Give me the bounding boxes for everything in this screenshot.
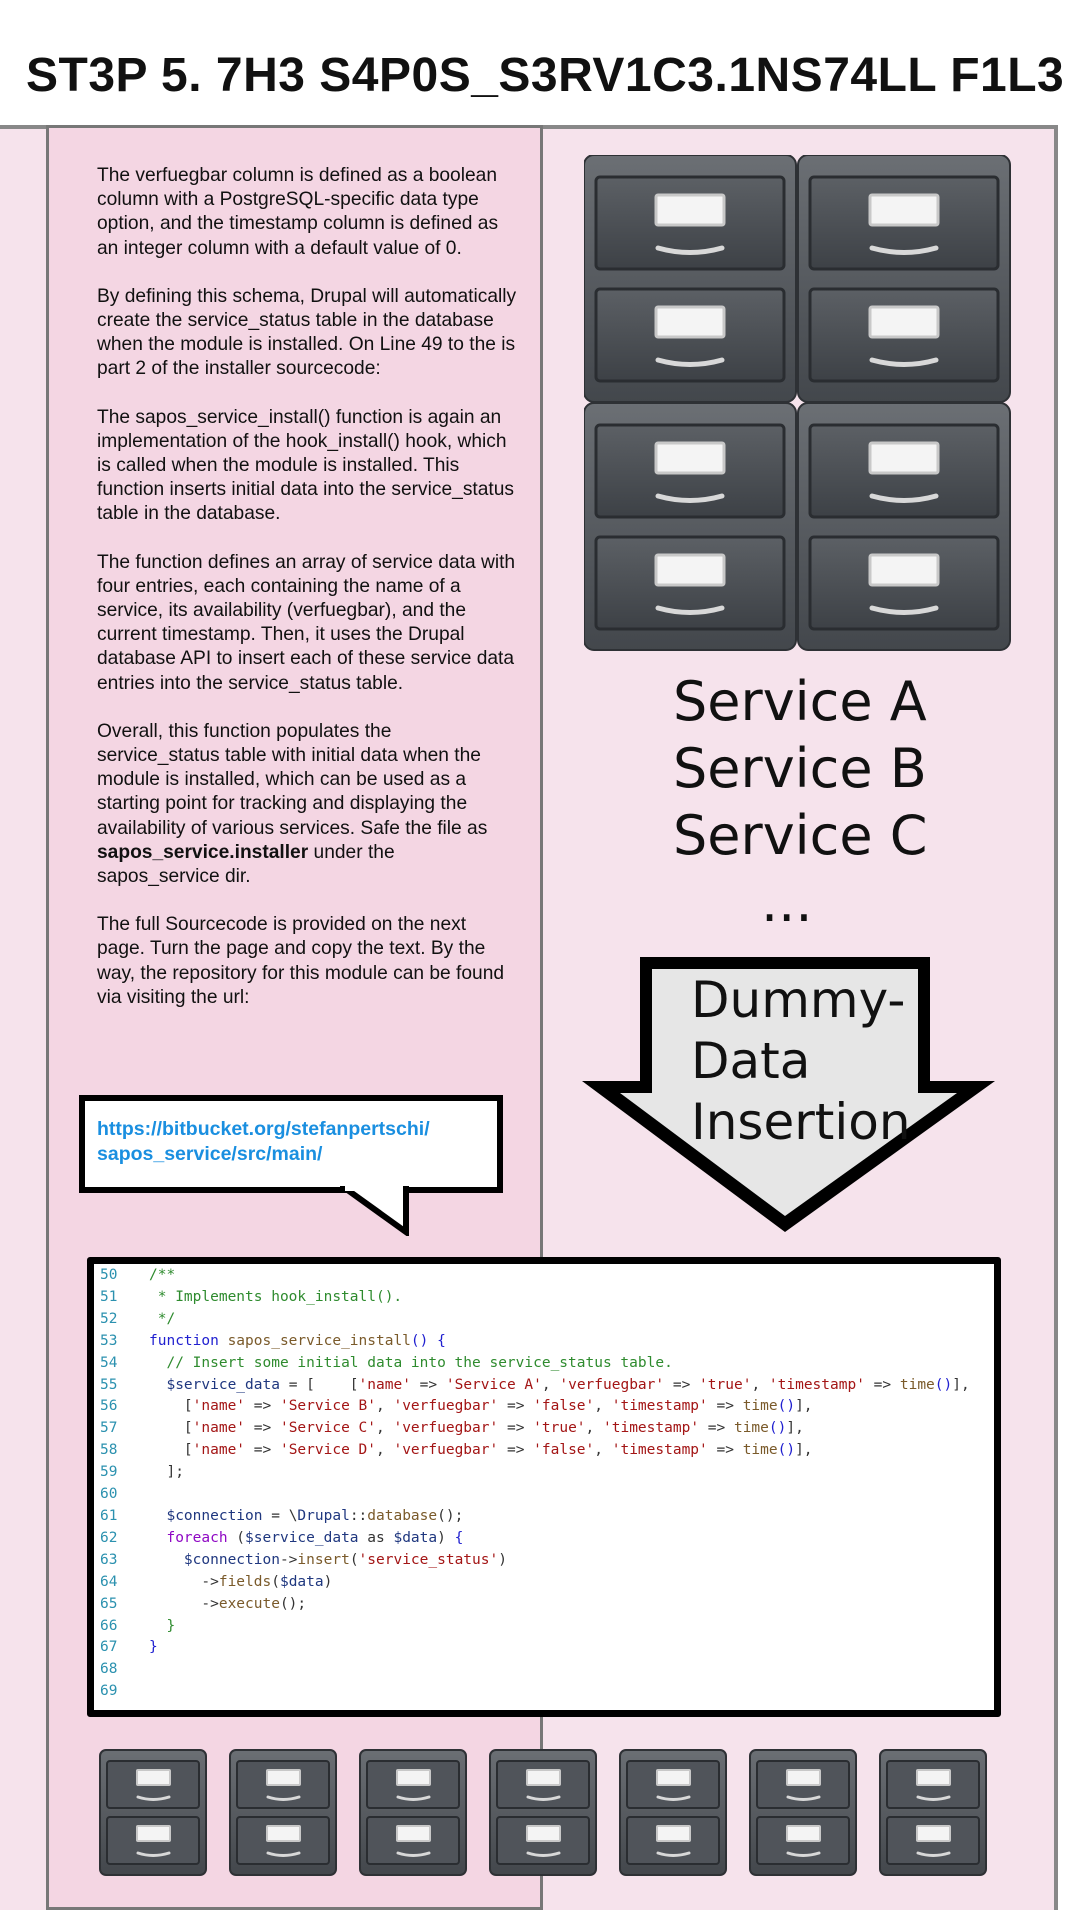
line-number: 58 [100, 1442, 118, 1459]
service-item: Service A [673, 670, 927, 733]
arrow-label-line: Data [691, 1032, 811, 1090]
paragraph-6: The full Sourcecode is provided on the n… [97, 914, 505, 1008]
speech-bubble-tail-icon [340, 1186, 409, 1236]
filename: sapos_service.installer [97, 841, 309, 863]
file-cabinet-icon [98, 1748, 208, 1877]
repository-link-line-1: https://bitbucket.org/stefanpertschi/ [97, 1118, 430, 1140]
line-number: 61 [100, 1507, 118, 1524]
line-number: 63 [100, 1551, 118, 1568]
line-number: 55 [100, 1376, 118, 1393]
file-cabinet-row [98, 1748, 988, 1877]
line-number: 57 [100, 1420, 118, 1437]
file-cabinet-icon [748, 1748, 858, 1877]
arrow-label-line: Insertion [691, 1093, 911, 1151]
line-number: 62 [100, 1529, 118, 1546]
line-number: 67 [100, 1639, 118, 1656]
file-cabinets-illustration [584, 155, 1016, 655]
line-number: 65 [100, 1595, 118, 1612]
file-cabinet-icon [878, 1748, 988, 1877]
page-title: ST3P 5. 7H3 S4P0S_S3RV1C3.1NS74LL F1L3 [26, 49, 1065, 102]
explanation-text: The verfuegbar column is defined as a bo… [97, 164, 517, 1034]
file-cabinet-icon [798, 155, 1010, 402]
source-code: 50/** 51 * Implements hook_install(). 52… [100, 1265, 970, 1703]
service-list: Service A Service B Service C ... [673, 668, 927, 936]
file-cabinet-icon [798, 403, 1010, 650]
line-number: 59 [100, 1464, 118, 1481]
line-number: 53 [100, 1332, 118, 1349]
line-number: 56 [100, 1398, 118, 1415]
paragraph-4: The function defines an array of service… [97, 551, 516, 694]
line-number: 68 [100, 1661, 118, 1678]
arrow-label: Dummy- Data Insertion [691, 970, 911, 1153]
paragraph-1: The verfuegbar column is defined as a bo… [97, 165, 499, 259]
paragraph-5: Overall, this function populates the ser… [97, 720, 517, 889]
paragraph-5-end: under the sapos_service dir. [97, 841, 395, 888]
speech-bubble [79, 1095, 503, 1193]
file-cabinet-icon [584, 155, 796, 402]
line-number: 66 [100, 1617, 118, 1634]
paragraph-2: By defining this schema, Drupal will aut… [97, 285, 517, 380]
line-number: 54 [100, 1354, 118, 1371]
line-number: 64 [100, 1573, 118, 1590]
arrow-label-line: Dummy- [691, 971, 906, 1029]
paragraph-5-start: Overall, this function populates the ser… [97, 720, 488, 839]
repository-link[interactable]: https://bitbucket.org/stefanpertschi/ sa… [97, 1117, 477, 1167]
line-number: 60 [100, 1486, 118, 1503]
file-cabinet-icon [584, 403, 796, 650]
code-screenshot [87, 1257, 1001, 1717]
paragraph-3: The sapos_service_install() function is … [97, 406, 515, 525]
line-number: 50 [100, 1267, 118, 1283]
repository-link-line-2: sapos_service/src/main/ [97, 1143, 323, 1165]
line-number: 52 [100, 1310, 118, 1327]
service-item: Service C [673, 804, 928, 867]
file-cabinet-icon [488, 1748, 598, 1877]
file-cabinet-icon [228, 1748, 338, 1877]
down-arrow-icon [582, 957, 995, 1232]
service-item: Service B [673, 737, 927, 800]
file-cabinet-icon [358, 1748, 468, 1877]
line-number: 51 [100, 1288, 118, 1305]
ellipsis: ... [761, 871, 813, 934]
file-cabinet-icon [618, 1748, 728, 1877]
line-number: 69 [100, 1683, 118, 1700]
